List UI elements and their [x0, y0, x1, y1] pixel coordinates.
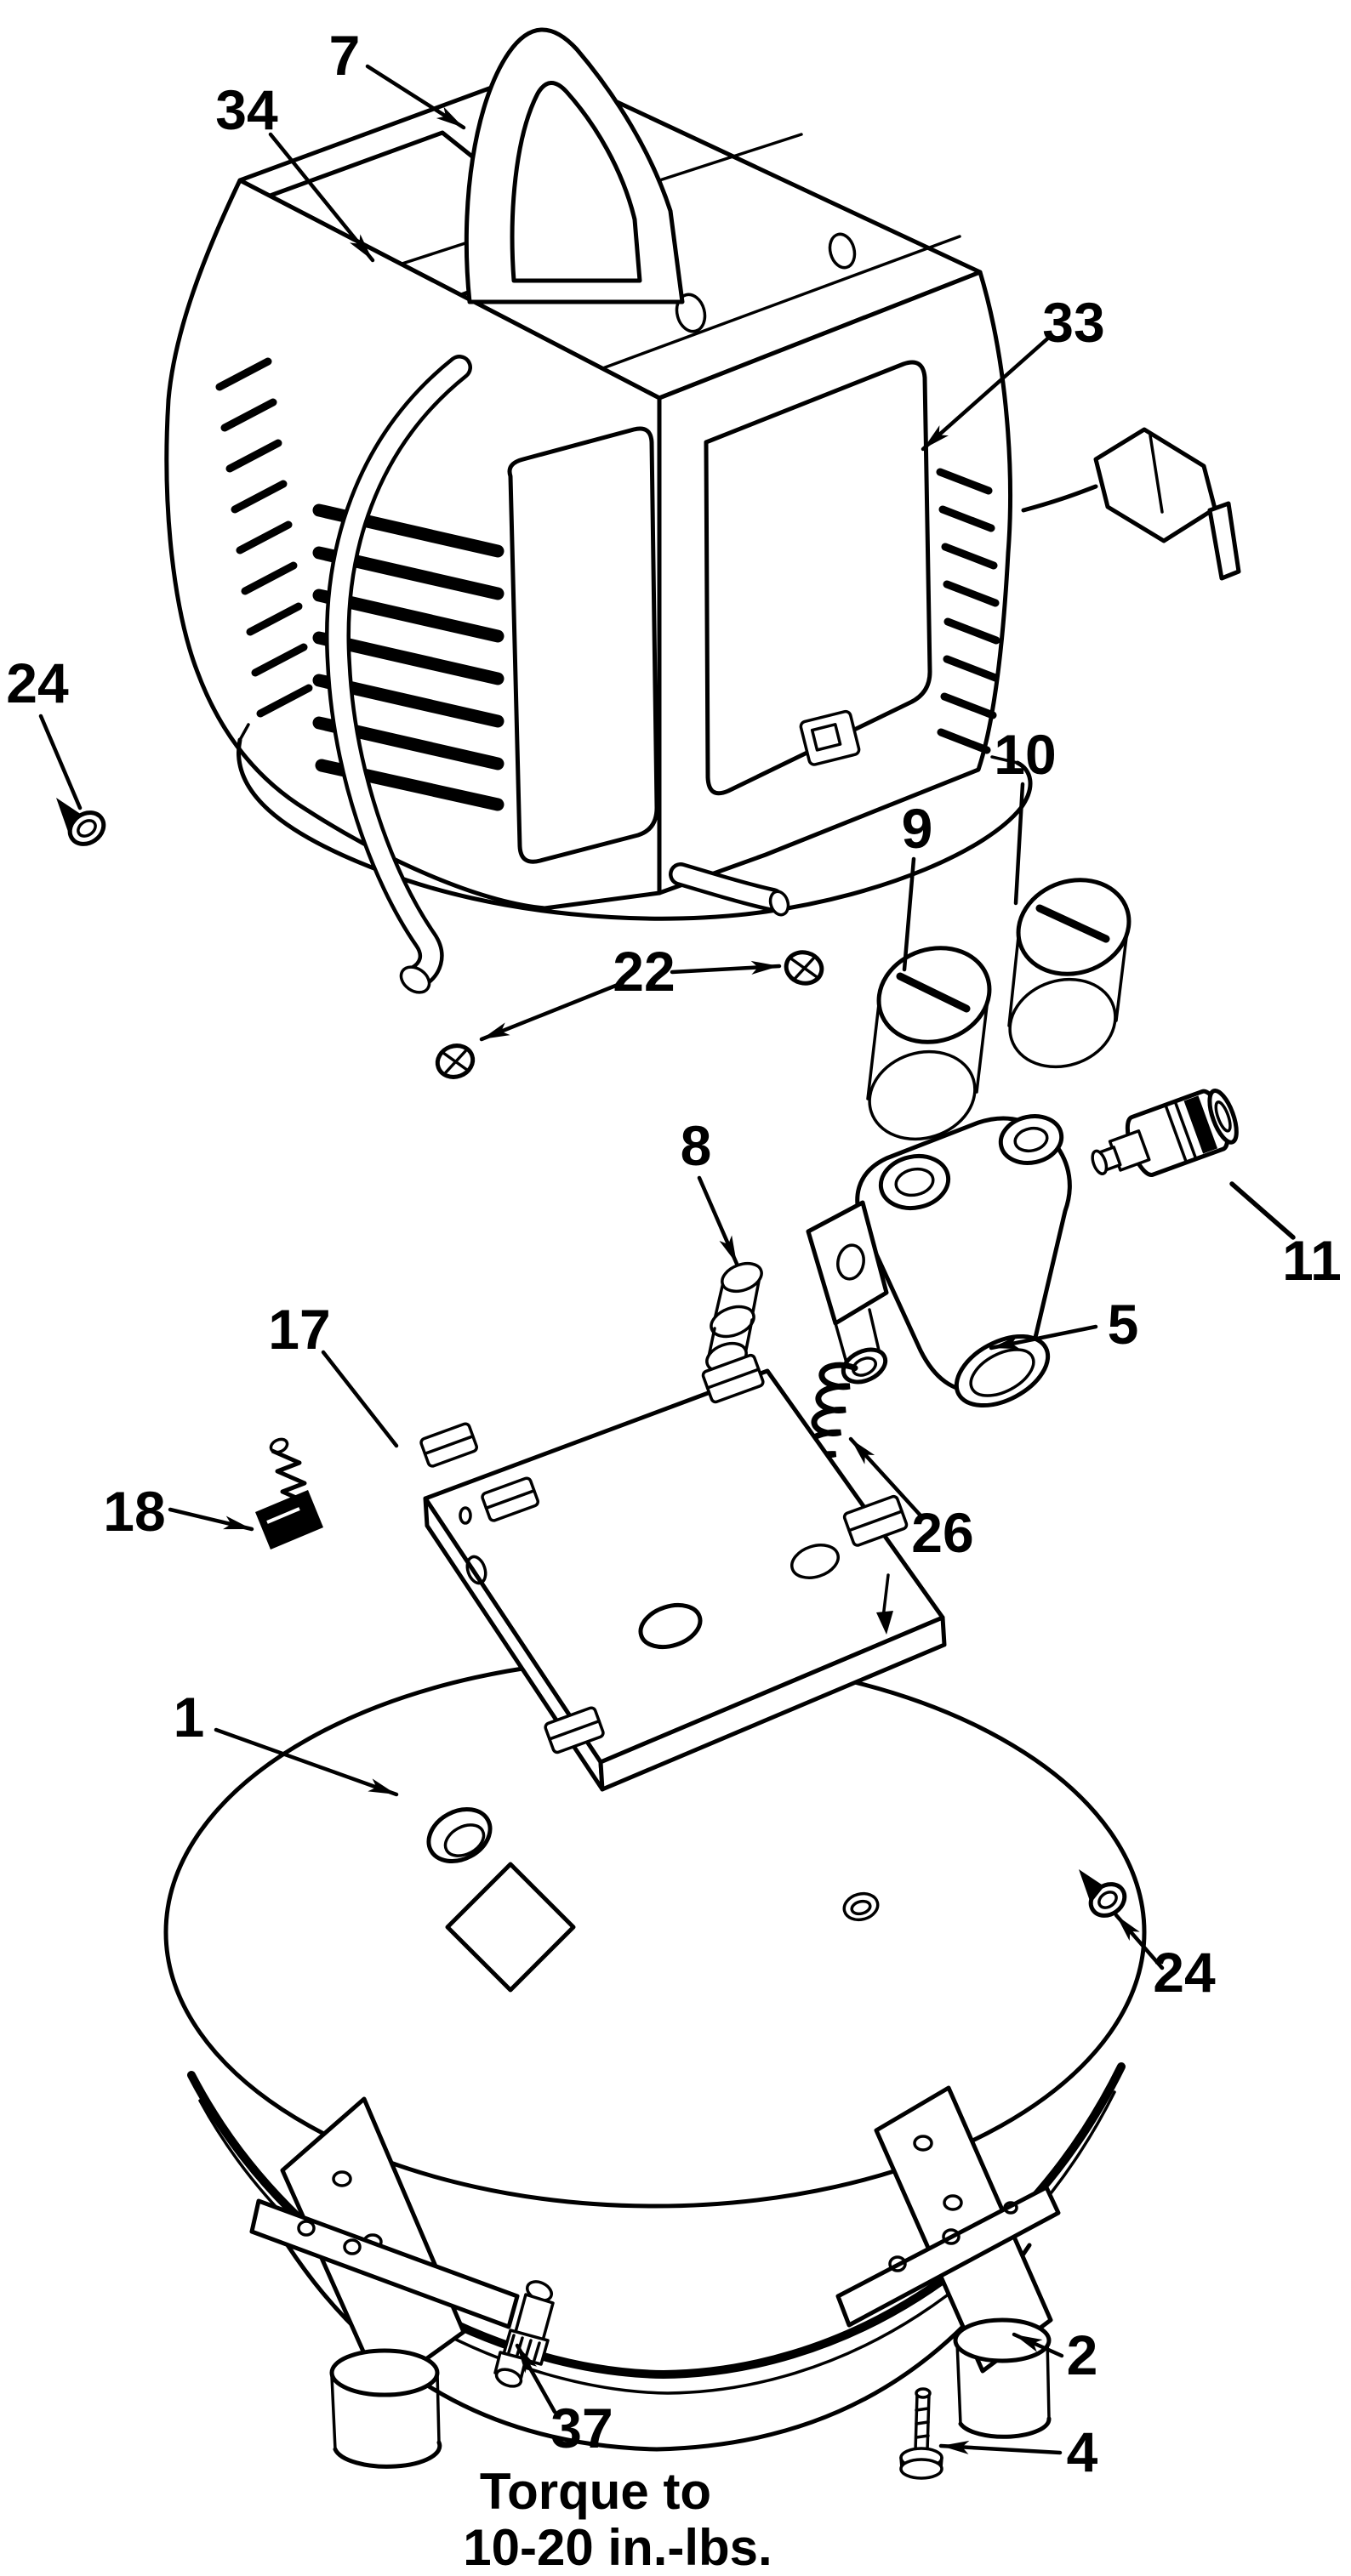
outlet-tube — [669, 862, 790, 917]
left-foot — [329, 2348, 442, 2469]
torque-note-line1: Torque to — [480, 2463, 711, 2520]
callout-8: 8 — [681, 1114, 712, 1177]
callout-37: 37 — [550, 2397, 613, 2459]
callout-11: 11 — [1282, 1229, 1342, 1292]
left-edge-louvers — [215, 357, 313, 718]
bracket-clip — [481, 1476, 540, 1522]
callout-34: 34 — [215, 78, 278, 141]
leader-11 — [1229, 1181, 1296, 1240]
callout-26: 26 — [911, 1501, 973, 1564]
bracket-clip — [701, 1353, 765, 1404]
callout-4: 4 — [1067, 2420, 1098, 2483]
quick-coupler — [1091, 1088, 1239, 1177]
air-hose — [325, 355, 472, 994]
leader-33 — [921, 333, 1054, 452]
barbed-nipple — [255, 1437, 323, 1550]
callout-33: 33 — [1042, 291, 1104, 354]
leader-10 — [1013, 782, 1025, 906]
leader-37 — [515, 2343, 557, 2414]
leader-9 — [902, 856, 916, 972]
leader-24-left — [38, 714, 83, 810]
front-panel-strip — [507, 426, 659, 864]
left-brace-bar — [249, 2198, 520, 2329]
torque-note-line2: 10-20 in.-lbs. — [463, 2519, 772, 2576]
tank-port-hole — [426, 1807, 493, 1863]
leader-17 — [321, 1350, 399, 1448]
shroud-side-panel — [704, 360, 932, 796]
right-brace-bar — [835, 2185, 1061, 2328]
power-switch — [799, 709, 861, 766]
shroud-screw-left — [435, 1043, 476, 1079]
bracket-clip — [842, 1494, 909, 1547]
foot-bolt — [899, 2387, 943, 2480]
power-plug — [1093, 427, 1241, 581]
screw-24-right — [1079, 1869, 1127, 1918]
leader-26 — [848, 1436, 923, 1518]
shroud-base — [237, 737, 1033, 921]
right-louvers — [936, 468, 1000, 754]
callout-5: 5 — [1108, 1293, 1139, 1356]
manifold — [806, 1114, 1072, 1408]
leader-lines — [38, 64, 1296, 2455]
callout-24-right: 24 — [1153, 1941, 1216, 2004]
leader-24-right — [1114, 1913, 1165, 1970]
leader-2 — [1012, 2332, 1064, 2358]
bracket-clip — [419, 1422, 479, 1468]
leader-34 — [268, 132, 375, 263]
callout-2: 2 — [1067, 2323, 1098, 2386]
leader-8 — [697, 1175, 739, 1266]
callout-10: 10 — [994, 723, 1056, 786]
torque-note: Torque to 10-20 in.-lbs. — [463, 2463, 772, 2576]
callout-7: 7 — [329, 24, 361, 87]
carry-handle-opening — [510, 81, 642, 283]
shroud-left-face — [164, 178, 662, 911]
callout-18: 18 — [103, 1480, 165, 1543]
tank-label-decal — [445, 1862, 576, 1993]
screw-24-left — [56, 798, 106, 846]
leader-4 — [938, 2440, 1063, 2455]
gauge-cap-9 — [866, 946, 992, 1141]
callout-9: 9 — [902, 797, 933, 860]
leader-22-left — [479, 982, 620, 1042]
compressor-shroud-illustration — [164, 27, 1241, 994]
callout-22: 22 — [613, 940, 675, 1003]
callout-1: 1 — [174, 1686, 205, 1749]
leader-5 — [989, 1324, 1098, 1351]
leader-22-right — [670, 960, 782, 975]
callout-17: 17 — [268, 1298, 330, 1361]
right-foot — [953, 2317, 1052, 2439]
leader-7 — [365, 64, 466, 130]
bracket-clip — [544, 1706, 605, 1754]
gauge-cap-10 — [1007, 878, 1132, 1069]
shroud-screw-right — [784, 950, 824, 986]
power-cord — [1021, 484, 1098, 513]
callout-labels: 7 34 33 24 10 9 22 8 11 5 17 18 26 1 24 … — [6, 24, 1342, 2483]
callout-24-left: 24 — [6, 651, 69, 714]
mounting-bracket — [419, 1353, 947, 1792]
leader-1 — [214, 1727, 399, 1797]
leader-18 — [168, 1507, 254, 1532]
